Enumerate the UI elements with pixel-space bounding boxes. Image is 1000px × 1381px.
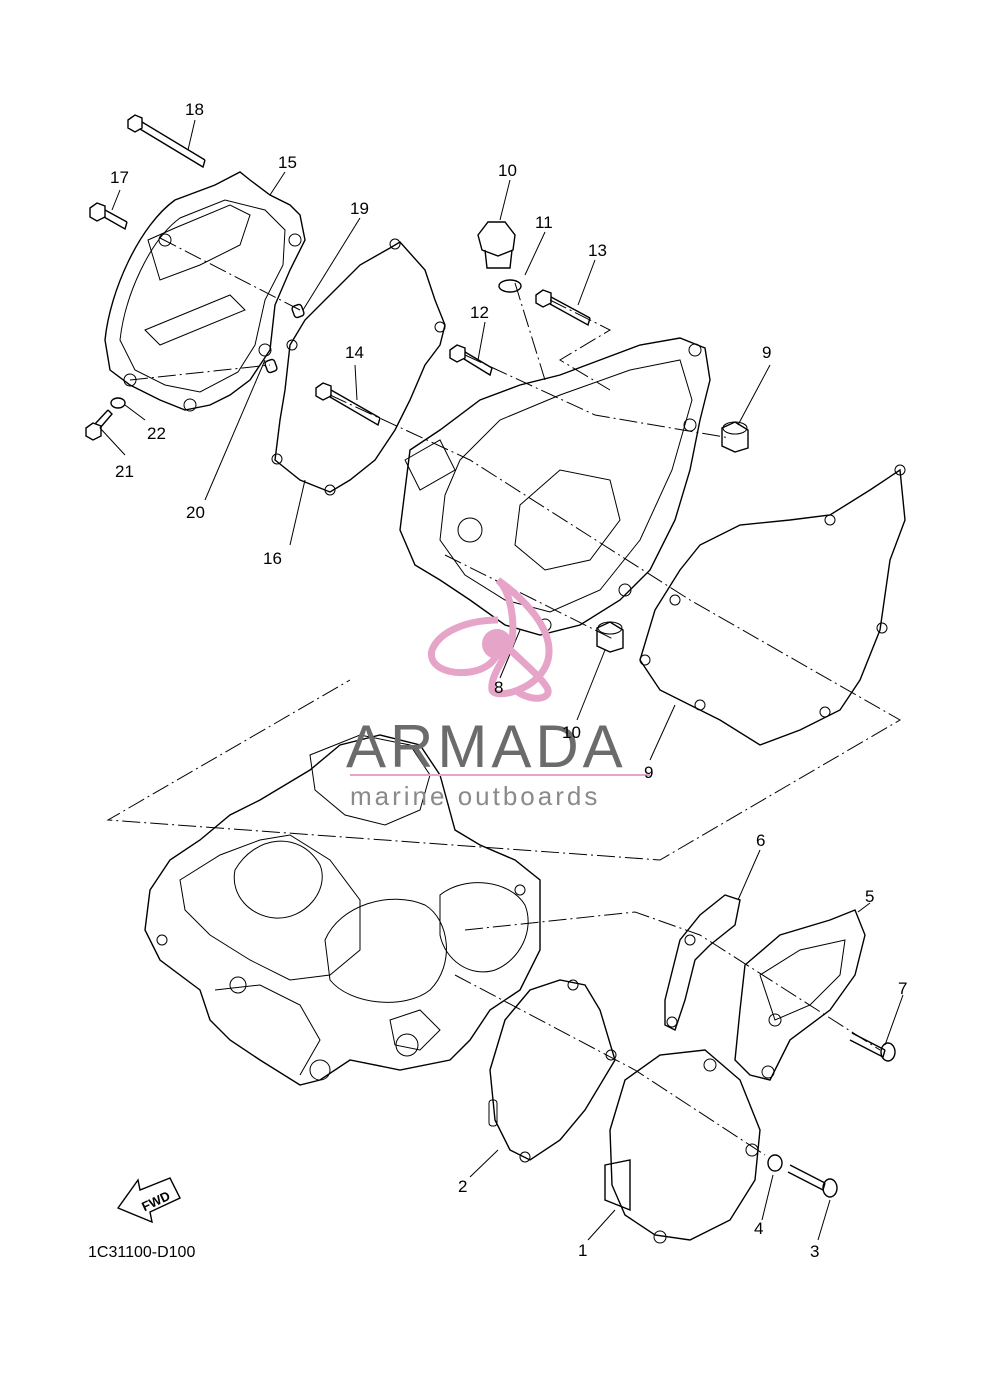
dowel-20-bottom (264, 358, 278, 374)
callout-10-bottom: 10 (562, 723, 581, 742)
callout-13: 12 (470, 303, 489, 322)
bolt-14 (535, 289, 591, 327)
gasket-17 (271, 238, 446, 496)
callout-15: 14 (345, 343, 364, 362)
callout-17: 16 (263, 549, 282, 568)
o-ring-12 (498, 279, 522, 293)
assembly-lines (106, 237, 901, 1156)
callout-11: 10 (498, 161, 517, 180)
callout-14: 13 (588, 241, 607, 260)
callout-2: 2 (458, 1177, 467, 1196)
watermark-subtitle: marine outboards (350, 781, 600, 811)
bracket-6 (664, 894, 741, 1031)
fwd-label: FWD (139, 1188, 172, 1214)
callout-12: 11 (535, 213, 553, 232)
bolt-15 (315, 382, 381, 427)
bolt-13 (449, 344, 493, 377)
callout-3: 3 (810, 1242, 819, 1261)
callout-18: 17 (110, 168, 129, 187)
leader-lines (99, 119, 904, 1241)
part-code: 1C31100-D100 (88, 1244, 195, 1261)
clutch-cover-outer (104, 171, 306, 412)
callout-16: 15 (278, 153, 297, 172)
callout-5: 5 (865, 887, 874, 906)
bolt-19 (127, 114, 206, 169)
oil-filler-plug-11 (477, 221, 516, 269)
callout-labels: 18 15 17 10 19 11 13 12 9 14 22 21 20 16… (110, 100, 907, 1261)
crankcase-cover-1 (604, 1049, 761, 1244)
bolt-7 (849, 1032, 896, 1062)
callout-19: 18 (185, 100, 204, 119)
callout-10-top: 9 (762, 343, 771, 362)
bolt-18 (89, 202, 128, 231)
callout-4: 4 (754, 1219, 763, 1238)
callout-1: 1 (578, 1241, 587, 1260)
bolt-21 (85, 409, 113, 441)
callout-20-top: 19 (350, 199, 369, 218)
callout-8: 8 (494, 678, 503, 697)
cover-5 (734, 909, 866, 1081)
callout-21: 21 (115, 462, 134, 481)
dowel-10-bottom (596, 621, 624, 653)
watermark-title: ARMADA (346, 713, 627, 780)
dowel-10-top (721, 421, 749, 453)
watermark-logo-icon (427, 577, 553, 702)
washer-4 (767, 1154, 783, 1172)
callout-6: 6 (756, 831, 765, 850)
gasket-2 (488, 979, 617, 1163)
crankcase-main (144, 734, 541, 1086)
dowel-20-top (291, 303, 305, 319)
callout-20-bottom: 20 (186, 503, 205, 522)
callout-7: 7 (898, 979, 907, 998)
crankcase-cover-8 (399, 337, 711, 636)
callout-9: 9 (644, 763, 653, 782)
washer-22 (110, 397, 126, 409)
gasket-9 (639, 464, 906, 746)
bolt-3 (787, 1164, 838, 1198)
callout-22: 22 (147, 424, 166, 443)
fwd-arrow-icon: FWD (116, 1177, 181, 1224)
